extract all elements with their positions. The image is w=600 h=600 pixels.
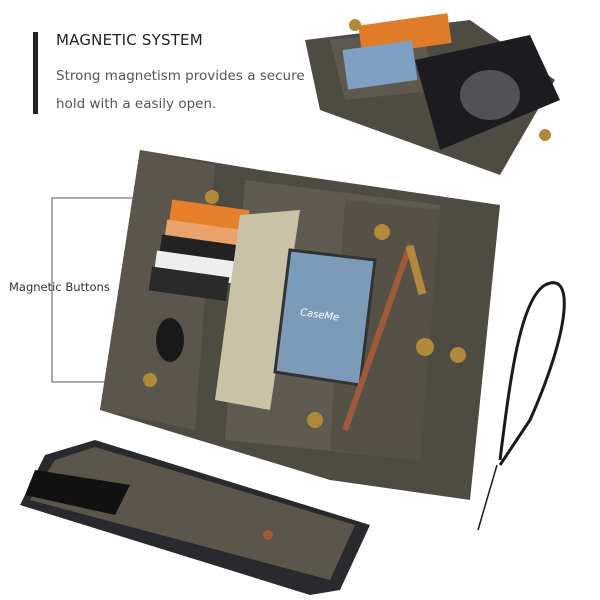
top-wallet-image xyxy=(305,13,560,175)
callout-lines xyxy=(51,197,205,383)
magnetic-button-icon xyxy=(143,373,157,387)
brand-logo: CaseMe xyxy=(299,307,339,323)
magnetic-button-icon xyxy=(205,190,219,204)
phone-case-image xyxy=(20,440,370,595)
accent-bar xyxy=(33,32,38,114)
heading-title: MAGNETIC SYSTEM xyxy=(56,31,203,49)
magnetic-buttons-label: Magnetic Buttons xyxy=(9,280,110,294)
lanyard-image xyxy=(477,281,566,531)
heading-description: Strong magnetism provides a secure hold … xyxy=(56,68,305,112)
main-wallet-image: CaseMe xyxy=(100,150,500,500)
